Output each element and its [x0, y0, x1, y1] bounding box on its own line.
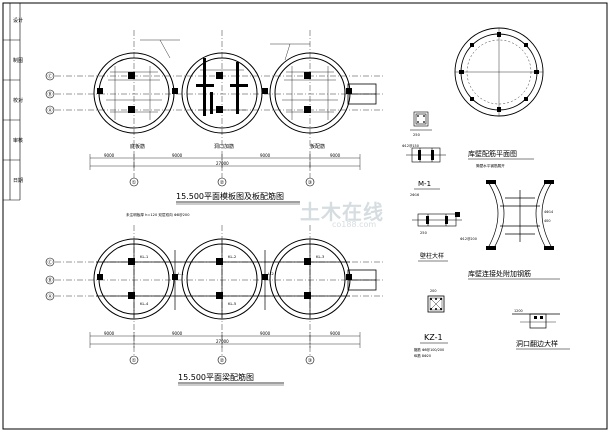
kz1-title: KZ-1 [424, 333, 443, 342]
title-cell-5: 日期 [13, 178, 23, 184]
plan-bottom: KL-1 KL-2 KL-3 KL-4 KL-5 L-1 L-2 9000 90… [45, 225, 385, 386]
m1-fill [418, 150, 434, 160]
title-strip [3, 3, 21, 201]
plan-bottom-dim-1: 9000 [104, 331, 115, 336]
beam-tag-4: KL-4 [140, 301, 149, 306]
plan-bottom-title: 15.500平面梁配筋图 [178, 372, 254, 382]
plan-top-axis-2: ② [220, 180, 225, 186]
plan-top-dim-3: 9000 [260, 153, 271, 158]
watermark: 土木在线 [300, 200, 384, 224]
wall-plan-sub: 筒壁水平钢筋展开 [476, 163, 505, 168]
rebar-tag-2: Φ12@200 [460, 237, 477, 241]
plan-top-label-2: 洞口加筋 [214, 143, 234, 150]
plan-bottom-axis-a: Ⓐ [47, 293, 52, 300]
plan-bottom-dim-3: 9000 [260, 331, 271, 336]
beam-tag-2: KL-2 [228, 254, 237, 259]
opening-title: 洞口翻边大样 [516, 339, 558, 348]
wall-joint-fill [486, 180, 554, 250]
pilaster-fill [426, 212, 460, 224]
pilaster-detail [412, 213, 462, 227]
beam-tag-6: L-1 [178, 271, 184, 276]
plan-top-note: 未注明板厚 h=120 双层双向 Φ8@200 [126, 212, 190, 217]
small-dim-3: 400 [544, 219, 550, 223]
plan-bottom-axis-3: ③ [308, 358, 312, 364]
small-dim-1: 250 [413, 133, 421, 137]
small-dim-5: 1200 [514, 309, 523, 313]
plan-bottom-dim-2: 9000 [172, 331, 183, 336]
plan-top-axis-1: ① [132, 180, 137, 186]
rebar-tag-4: 4Φ14 [544, 210, 553, 214]
plan-top-dim-2: 9000 [172, 153, 183, 158]
pilaster-title: 壁柱大样 [420, 252, 444, 260]
title-cell-1: 设计 [13, 17, 23, 24]
m1-detail [406, 147, 446, 163]
plan-top-label-1: 底板筋 [130, 143, 145, 150]
opening-fill [534, 316, 543, 319]
rebar-tag-1: Φ12@150 [402, 144, 419, 148]
beam-tag-3: KL-3 [316, 254, 325, 259]
plan-top-dim-4: 9000 [330, 153, 341, 158]
plan-top-dim-1: 9000 [104, 153, 115, 158]
wall-joint-detail [487, 181, 553, 249]
opening-detail [512, 313, 560, 329]
plan-bottom-axis-c: Ⓒ [47, 259, 52, 266]
plan-bottom-axis-1: ① [132, 358, 137, 364]
plan-top-axis-3: ③ [308, 180, 312, 186]
small-dim-4: 200 [430, 289, 436, 293]
rebar-tag-3: 2Φ16 [410, 193, 419, 197]
plan-top-title: 15.500平面模板图及板配筋图 [176, 191, 284, 201]
plan-bottom-axis-2: ② [220, 358, 225, 364]
watermark-sub: co188.com [332, 220, 377, 229]
wall-plan-title: 库壁配筋平面图 [468, 149, 517, 158]
beam-tag-7: L-2 [268, 271, 274, 276]
kz1-note-1: 箍筋 Φ8@100/200 [414, 347, 444, 352]
beam-tag-1: KL-1 [140, 254, 149, 259]
title-strip-text: 设计 制图 校对 审核 日期 [13, 17, 23, 184]
wall-ring-plan [454, 27, 544, 117]
title-cell-2: 制图 [13, 57, 23, 64]
plan-bottom-dim-total: 27000 [216, 339, 229, 344]
kz1-note-2: 纵筋 8Φ20 [414, 353, 431, 358]
plan-bottom-axis-b: Ⓑ [47, 277, 52, 284]
plan-top-label-3: 板配筋 [310, 143, 325, 150]
wall-ring-ticks [459, 32, 539, 112]
wall-joint-title: 库壁连接处附加钢筋 [468, 269, 531, 278]
plan-bottom-dim-4: 9000 [330, 331, 341, 336]
beam-tag-5: KL-5 [228, 301, 237, 306]
plan-top-axis-a: Ⓐ [47, 107, 52, 114]
plan-top-dim-total: 27000 [216, 161, 229, 166]
small-column-detail [410, 111, 432, 131]
small-column-dots [417, 115, 425, 123]
title-cell-4: 审核 [13, 137, 23, 144]
title-cell-3: 校对 [13, 97, 23, 104]
m1-title: M-1 [418, 180, 431, 188]
kz1-dots [430, 298, 442, 310]
plan-top-axis-c: Ⓒ [47, 73, 52, 80]
plan-top-axis-b: Ⓑ [47, 91, 52, 98]
plan-top: 底板筋 洞口加筋 板配筋 9000 9000 9000 9000 27000 [45, 30, 385, 217]
small-dim-2: 250 [420, 231, 428, 235]
